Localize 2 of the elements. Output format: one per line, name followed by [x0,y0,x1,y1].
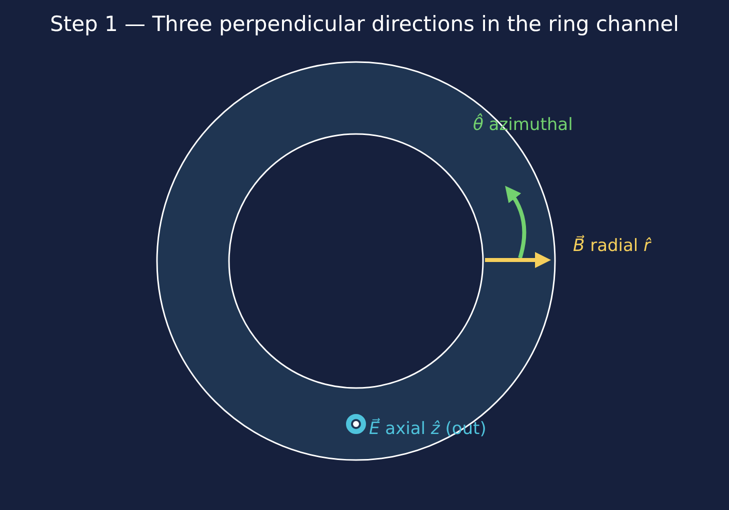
title: Step 1 — Three perpendicular directions in the ring channel [49,12,680,36]
direction-label: B⃗ radial r̂ [573,236,651,256]
